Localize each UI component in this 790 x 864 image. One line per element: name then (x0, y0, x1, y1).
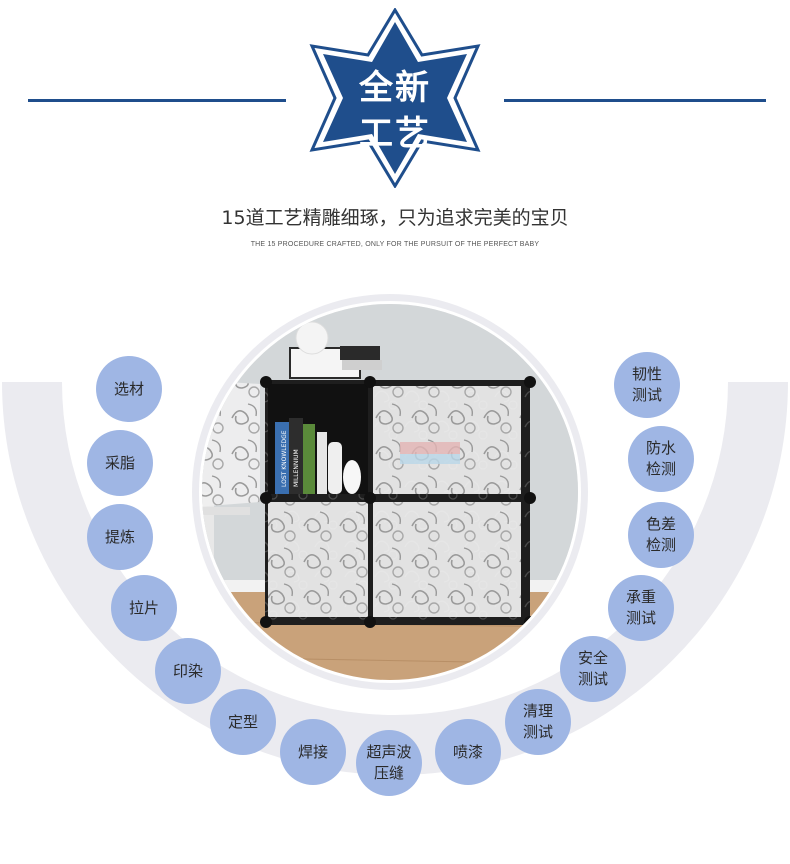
step-label: 安全 (577, 649, 608, 667)
step-label: 选材 (113, 379, 144, 398)
badge-title-line1: 全新 (359, 68, 431, 108)
step-bubble-toughness-test: 韧性 测试 (614, 352, 680, 418)
step-label: 检测 (645, 460, 676, 478)
product-photo: MILLENNIUM LOST KNOWLEDGE (192, 294, 588, 690)
step-bubble-refining: 提炼 (87, 504, 153, 570)
step-label: 拉片 (128, 598, 159, 617)
step-label: 采脂 (104, 453, 135, 472)
step-bubble-load-bearing-test: 承重 测试 (608, 575, 674, 641)
step-label: 测试 (631, 386, 662, 404)
step-label: 防水 (645, 439, 676, 457)
page-subtitle: 15道工艺精雕细琢，只为追求完美的宝贝 (221, 207, 569, 229)
step-bubble-ultrasonic-seaming: 超声波 压缝 (356, 730, 422, 796)
step-label: 焊接 (297, 742, 328, 761)
header-right-rule (504, 99, 766, 102)
step-label: 测试 (577, 670, 608, 688)
step-label: 超声波 (366, 743, 412, 761)
step-label: 清理 (522, 702, 553, 720)
step-label: 色差 (645, 515, 676, 533)
step-bubble-spray-painting: 喷漆 (435, 719, 501, 785)
step-label: 印染 (172, 661, 203, 680)
step-bubble-cleaning-test: 清理 测试 (505, 689, 571, 755)
step-label: 提炼 (104, 527, 135, 546)
badge-title-line2: 工艺 (359, 114, 431, 154)
step-label: 检测 (645, 536, 676, 554)
star-badge-icon (309, 7, 481, 189)
step-bubble-safety-test: 安全 测试 (560, 636, 626, 702)
step-label: 承重 (625, 588, 656, 606)
title-badge: 全新 工艺 (295, 7, 495, 189)
step-bubble-printing-dyeing: 印染 (155, 638, 221, 704)
step-label: 压缝 (373, 764, 404, 782)
step-bubble-waterproof-test: 防水 检测 (628, 426, 694, 492)
step-bubble-resin-harvesting: 采脂 (87, 430, 153, 496)
header-left-rule (28, 99, 286, 102)
book-label-lost-knowledge: LOST KNOWLEDGE (281, 430, 288, 487)
step-bubble-shaping: 定型 (210, 689, 276, 755)
step-label: 测试 (625, 609, 656, 627)
book-label-millennium: MILLENNIUM (293, 449, 300, 487)
step-label: 测试 (522, 723, 553, 741)
step-bubble-material-selection: 选材 (96, 356, 162, 422)
step-label: 定型 (227, 712, 258, 731)
step-label: 韧性 (631, 365, 662, 383)
step-bubble-color-difference-test: 色差 检测 (628, 502, 694, 568)
page-subtitle-english: THE 15 PROCEDURE CRAFTED, ONLY FOR THE P… (250, 241, 540, 248)
step-bubble-welding: 焊接 (280, 719, 346, 785)
step-bubble-sheet-drawing: 拉片 (111, 575, 177, 641)
step-label: 喷漆 (452, 742, 483, 761)
